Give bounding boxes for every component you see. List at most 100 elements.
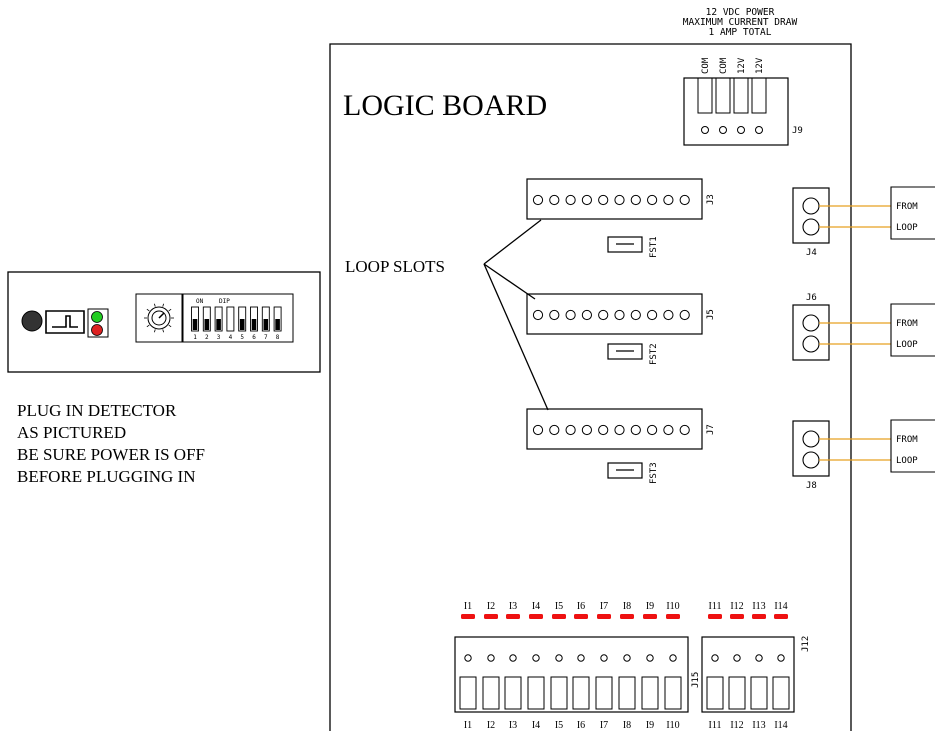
loop-connector-pin <box>663 424 674 436</box>
loop-connector-pin <box>614 424 625 436</box>
j9-pin-label: COM <box>701 57 711 74</box>
j9-pin-slot <box>697 77 713 114</box>
input-terminal-slot <box>482 676 500 710</box>
loop-connector-pin <box>549 424 560 436</box>
dip-header-dip: DIP <box>219 298 230 305</box>
input-indicator-led <box>752 614 766 619</box>
input-terminal-hole <box>555 654 563 662</box>
loop-connector-label: J3 <box>706 194 716 205</box>
io-section: J15 J12 I1I1I2I2I3I3I4I4I5I5I6I6I7I7I8I8… <box>454 601 811 731</box>
instruction-line1: PLUG IN DETECTOR <box>17 401 177 420</box>
loop-connector-pin <box>581 424 593 436</box>
input-bottom-label: I11 <box>709 720 722 731</box>
input-bottom-label: I9 <box>646 720 654 731</box>
loop-input-label: J8 <box>806 481 817 491</box>
board-title: LOGIC BOARD <box>343 89 547 122</box>
dip-switch-number: 8 <box>276 334 280 341</box>
board-outline <box>329 43 852 731</box>
input-indicator-led <box>506 614 520 619</box>
input-terminal-slot <box>504 676 522 710</box>
loop-input-terminal <box>802 451 820 469</box>
loop-slots-leaders <box>483 219 549 411</box>
input-bottom-label: I14 <box>774 720 787 731</box>
dip-switch: 6 <box>250 306 258 341</box>
input-indicator-led <box>774 614 788 619</box>
j9-pin-label: 12V <box>755 57 765 74</box>
input-top-label: I11 <box>709 601 722 612</box>
power-note-line2: MAXIMUM CURRENT DRAW <box>683 17 798 28</box>
loop-connector-pin <box>532 309 544 321</box>
input-terminal-hole <box>600 654 608 662</box>
loop-connector-pin <box>598 309 609 321</box>
input-terminal-hole <box>777 654 785 662</box>
loop-input-line2: LOOP <box>896 223 918 233</box>
j12-connector <box>701 636 795 713</box>
loop-connector-pin <box>630 424 641 436</box>
input-terminal-slot <box>550 676 568 710</box>
input-terminal-hole <box>646 654 654 662</box>
fuse-label: FST2 <box>649 343 659 365</box>
fuse-label: FST1 <box>649 236 659 258</box>
rotary-switch-box <box>135 293 183 343</box>
input-terminal-slot <box>459 676 477 710</box>
dip-switch-number: 1 <box>193 334 197 341</box>
loop-connector-pin <box>581 309 593 321</box>
input-indicator-led <box>484 614 498 619</box>
input-bottom-label: I12 <box>730 720 743 731</box>
loop-connector-pin <box>598 424 609 436</box>
detector-knob <box>21 310 43 332</box>
loop-connector-pin <box>647 194 658 206</box>
dip-switch-lever <box>275 319 280 330</box>
input-terminal-hole <box>755 654 763 662</box>
green-led-icon <box>91 311 103 323</box>
input-terminal-hole <box>464 654 472 662</box>
input-bottom-label: I1 <box>464 720 472 731</box>
loop-input-label: J4 <box>806 248 817 258</box>
input-top-label: I6 <box>577 601 585 612</box>
loop-input-line2: LOOP <box>896 340 918 350</box>
power-note-line3: 1 AMP TOTAL <box>709 27 772 38</box>
loop-connector-pin <box>679 194 690 206</box>
j15-connector <box>454 636 689 713</box>
loop-connector-pin <box>630 309 641 321</box>
loop-connector-pin <box>549 309 560 321</box>
loop-connector-pin <box>614 309 625 321</box>
loop-connector-pin <box>549 194 560 206</box>
j9-pin-label: 12V <box>737 57 747 74</box>
j9-label: J9 <box>792 126 803 136</box>
loop-connector-pin <box>663 194 674 206</box>
input-top-label: I1 <box>464 601 472 612</box>
j9-pin-hole <box>719 126 727 134</box>
fuse-icon <box>607 462 643 479</box>
loop-input-terminal <box>802 197 820 215</box>
input-top-label: I9 <box>646 601 654 612</box>
dip-switch-lever <box>204 319 210 330</box>
j9-pin-hole <box>701 126 709 134</box>
input-top-label: I8 <box>623 601 631 612</box>
j9-pin-label: COM <box>719 57 729 74</box>
dip-switch: 5 <box>238 306 247 341</box>
loop-input-line1: FROM <box>896 435 918 445</box>
loop-input-terminal <box>802 314 820 332</box>
input-terminal-slot <box>527 676 545 710</box>
input-terminal-slot <box>728 676 746 710</box>
dip-switch-lever <box>192 319 198 330</box>
input-top-label: I2 <box>487 601 495 612</box>
loop-input-terminal <box>802 218 820 236</box>
loop-connector-pin <box>565 194 576 206</box>
